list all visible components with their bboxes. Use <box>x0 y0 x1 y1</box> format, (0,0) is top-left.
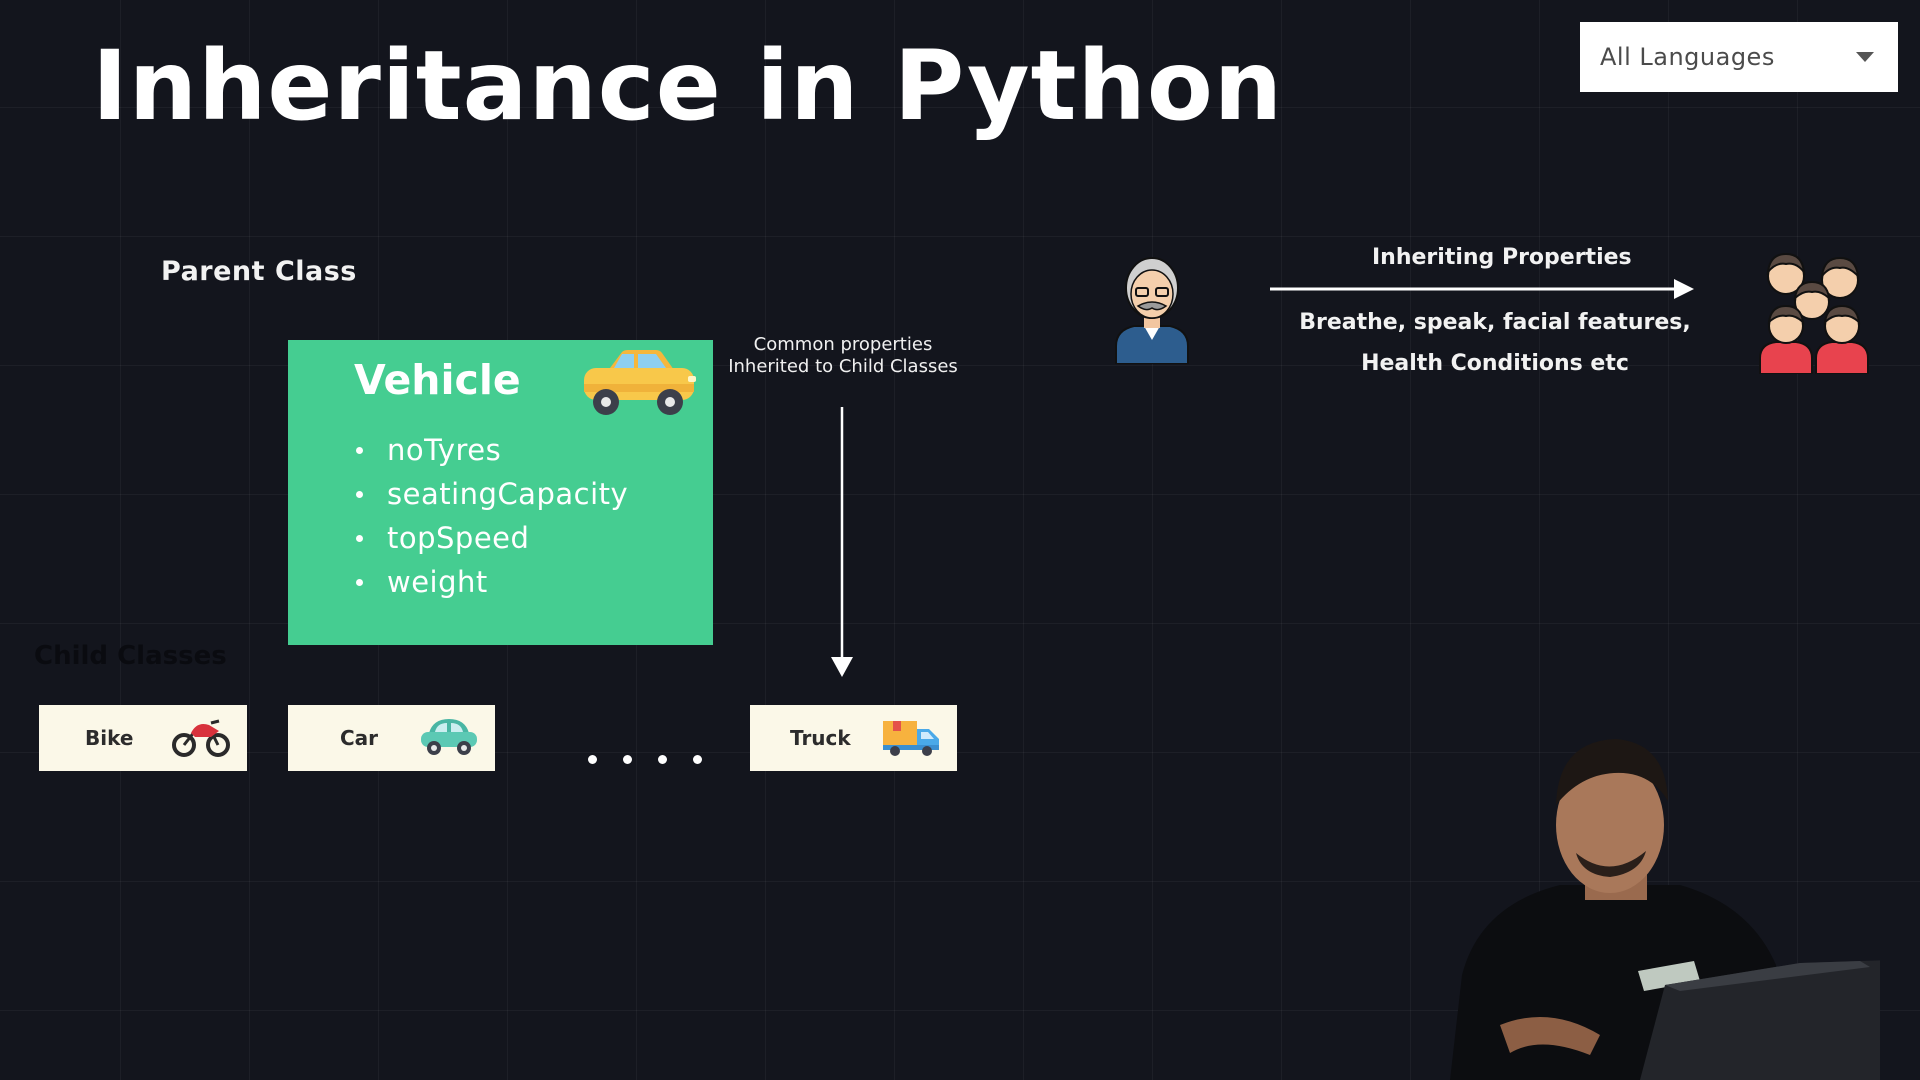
language-dropdown[interactable]: All Languages <box>1580 22 1898 92</box>
inherit-desc-line1: Breathe, speak, facial features, <box>1299 310 1691 335</box>
bullet-icon <box>356 446 363 454</box>
chevron-down-icon <box>1856 52 1874 62</box>
common-note-line2: Inherited to Child Classes <box>728 356 958 377</box>
child-class-name: Truck <box>790 726 851 750</box>
more-classes-ellipsis <box>588 755 702 764</box>
bullet-icon <box>356 490 363 498</box>
property-item: noTyres <box>354 428 628 472</box>
child-class-truck[interactable]: Truck <box>750 705 957 771</box>
property-name: noTyres <box>387 433 502 467</box>
property-name: weight <box>387 565 488 599</box>
inherit-desc-line2: Health Conditions etc <box>1361 351 1629 376</box>
dot-icon <box>658 755 667 764</box>
presenter-webcam <box>1440 735 1890 1080</box>
car-icon <box>419 715 479 763</box>
bullet-icon <box>356 534 363 542</box>
dot-icon <box>693 755 702 764</box>
grandfather-icon <box>1110 254 1194 368</box>
property-item: seatingCapacity <box>354 472 628 516</box>
inheriting-properties-description: Breathe, speak, facial features, Health … <box>1272 302 1718 384</box>
child-classes-label: Child Classes <box>34 641 227 671</box>
inheriting-properties-title: Inheriting Properties <box>1372 245 1632 270</box>
child-class-car[interactable]: Car <box>288 705 495 771</box>
motorcycle-icon <box>171 715 231 763</box>
property-item: weight <box>354 560 628 604</box>
property-name: seatingCapacity <box>387 477 629 511</box>
right-arrow-icon <box>1268 277 1694 305</box>
parent-class-label: Parent Class <box>161 256 357 287</box>
delivery-truck-icon <box>881 715 941 763</box>
bullet-icon <box>356 578 363 586</box>
property-name: topSpeed <box>387 521 530 555</box>
vehicle-parent-card: Vehicle noTyres seatingCapacity topSpeed… <box>288 340 713 645</box>
property-item: topSpeed <box>354 516 628 560</box>
dot-icon <box>588 755 597 764</box>
family-icon <box>1756 246 1872 378</box>
down-arrow-icon <box>830 405 854 681</box>
car-icon <box>578 344 698 426</box>
common-note-line1: Common properties <box>753 334 933 355</box>
child-class-bike[interactable]: Bike <box>39 705 247 771</box>
child-class-name: Bike <box>85 726 134 750</box>
dot-icon <box>623 755 632 764</box>
vehicle-card-title: Vehicle <box>354 356 521 404</box>
vehicle-property-list: noTyres seatingCapacity topSpeed weight <box>354 428 628 604</box>
common-properties-note: Common properties Inherited to Child Cla… <box>720 334 966 378</box>
language-dropdown-value: All Languages <box>1600 43 1775 71</box>
child-class-name: Car <box>340 726 379 750</box>
page-title: Inheritance in Python <box>92 30 1284 142</box>
